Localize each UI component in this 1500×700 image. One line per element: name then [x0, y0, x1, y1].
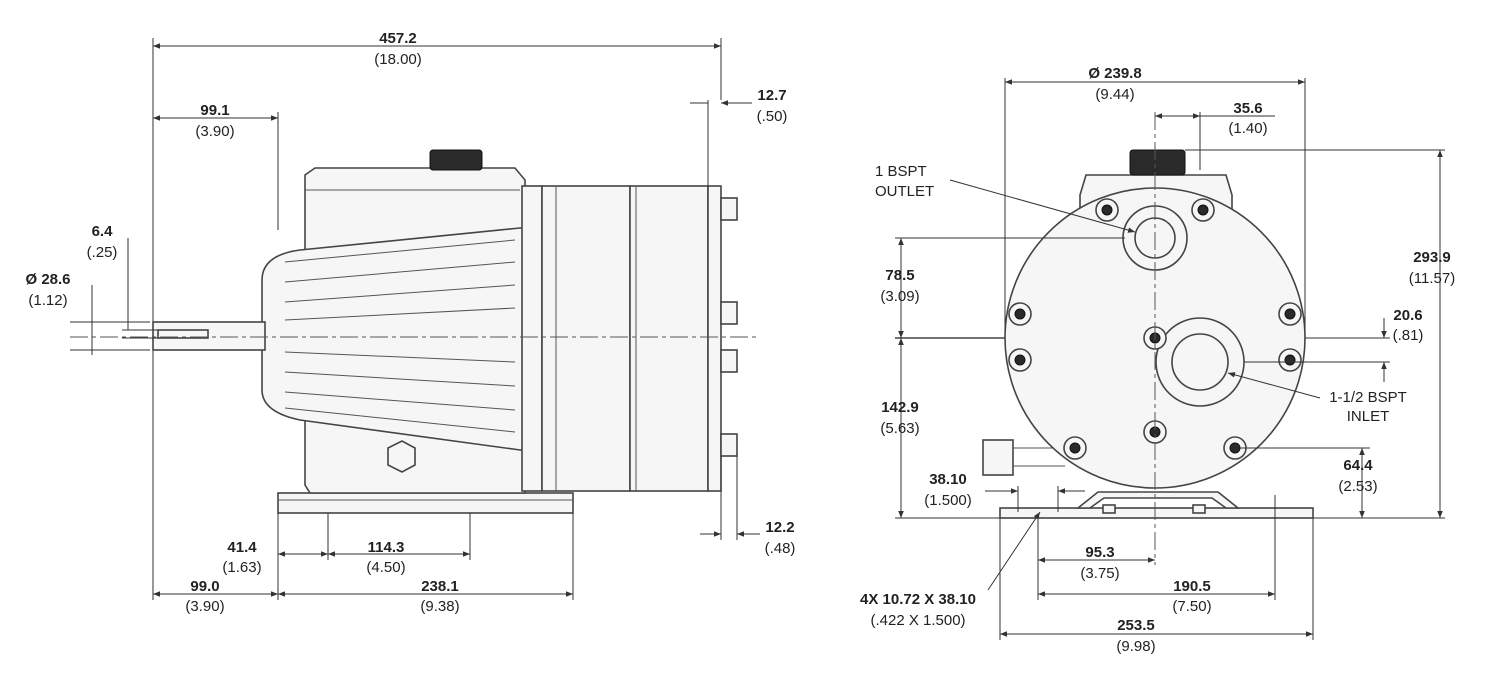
- dim-shaft-to-base: 99.0: [190, 578, 219, 595]
- dim-slot-spacing: 190.5: [1173, 578, 1211, 595]
- dim-base-offset-in: (1.63): [222, 559, 261, 576]
- dim-rear-offset: 12.2: [765, 519, 794, 536]
- side-base-plate: [277, 492, 574, 514]
- dim-base-height-in: (2.53): [1338, 478, 1377, 495]
- front-feet-bracket: [1075, 491, 1241, 509]
- slot-spec-in: (.422 X 1.500): [870, 612, 965, 629]
- side-fitting: [982, 439, 1014, 476]
- dim-shaft-height-in: (5.63): [880, 420, 919, 437]
- dim-flange-thickness-in: (.50): [757, 108, 788, 125]
- dim-outlet-height: 78.5: [885, 267, 914, 284]
- dim-keyway: 6.4: [92, 223, 114, 240]
- inlet-label-2: INLET: [1347, 408, 1390, 425]
- outlet-label-2: OUTLET: [875, 183, 934, 200]
- dim-shaft-to-base-in: (3.90): [185, 598, 224, 615]
- dim-base-height: 64.4: [1343, 457, 1373, 474]
- dim-slot-length-in: (1.500): [924, 492, 972, 509]
- dim-overall-length: 457.2: [379, 30, 417, 47]
- drum-section-1: [541, 185, 631, 492]
- dim-slot-spacing-in: (7.50): [1172, 598, 1211, 615]
- dim-base-width-in: (9.98): [1116, 638, 1155, 655]
- dim-inlet-offset: 20.6: [1393, 307, 1422, 324]
- drum-section-2: [629, 185, 709, 492]
- dim-slot-to-center-in: (3.75): [1080, 565, 1119, 582]
- dim-base-length-in: (9.38): [420, 598, 459, 615]
- rear-flange: [707, 185, 722, 492]
- dim-slot-to-center: 95.3: [1085, 544, 1114, 561]
- finned-cone: [261, 227, 526, 451]
- dim-keyway-in: (.25): [87, 244, 118, 261]
- inlet-label-1: 1-1/2 BSPT: [1329, 389, 1407, 406]
- drum-ring: [521, 185, 543, 492]
- dim-outlet-offset: 35.6: [1233, 100, 1262, 117]
- hex-plug: [387, 440, 416, 473]
- front-fill-cap: [1129, 149, 1186, 176]
- dim-base-hole-spacing-in: (4.50): [366, 559, 405, 576]
- dim-shaft-diameter: Ø 28.6: [25, 271, 70, 288]
- dim-rear-offset-in: (.48): [765, 540, 796, 557]
- front-base-plate: [999, 507, 1314, 519]
- dim-overall-length-in: (18.00): [374, 51, 422, 68]
- dim-shaft-diameter-in: (1.12): [28, 292, 67, 309]
- dim-overall-height-in: (11.57): [1409, 270, 1455, 287]
- side-view: 457.2 (18.00) 99.1 (3.90) 6.4 (.25) Ø 28…: [25, 30, 795, 615]
- outlet-label-1: 1 BSPT: [875, 163, 927, 180]
- dim-body-diameter: Ø 239.8: [1088, 65, 1141, 82]
- dim-outlet-height-in: (3.09): [880, 288, 919, 305]
- dim-body-diameter-in: (9.44): [1095, 86, 1134, 103]
- front-view: Ø 239.8 (9.44) 35.6 (1.40) 1 BSPT OUTLET…: [860, 65, 1455, 655]
- dim-shaft-height: 142.9: [881, 399, 919, 416]
- fill-cap: [429, 149, 483, 171]
- shaft-keyway: [157, 329, 209, 339]
- dim-base-offset: 41.4: [227, 539, 257, 556]
- dim-base-width: 253.5: [1117, 617, 1155, 634]
- dim-base-hole-spacing: 114.3: [368, 539, 405, 556]
- dim-outlet-offset-in: (1.40): [1228, 120, 1267, 137]
- dim-overall-height: 293.9: [1413, 249, 1451, 266]
- dim-slot-length: 38.10: [929, 471, 967, 488]
- dim-flange-thickness: 12.7: [757, 87, 786, 104]
- dim-base-length: 238.1: [421, 578, 459, 595]
- cooling-fins: [284, 239, 516, 433]
- dim-shaft-housing-in: (3.90): [195, 123, 234, 140]
- slot-spec: 4X 10.72 X 38.10: [860, 591, 976, 608]
- dim-inlet-offset-in: (.81): [1393, 327, 1424, 344]
- dim-shaft-housing: 99.1: [200, 102, 229, 119]
